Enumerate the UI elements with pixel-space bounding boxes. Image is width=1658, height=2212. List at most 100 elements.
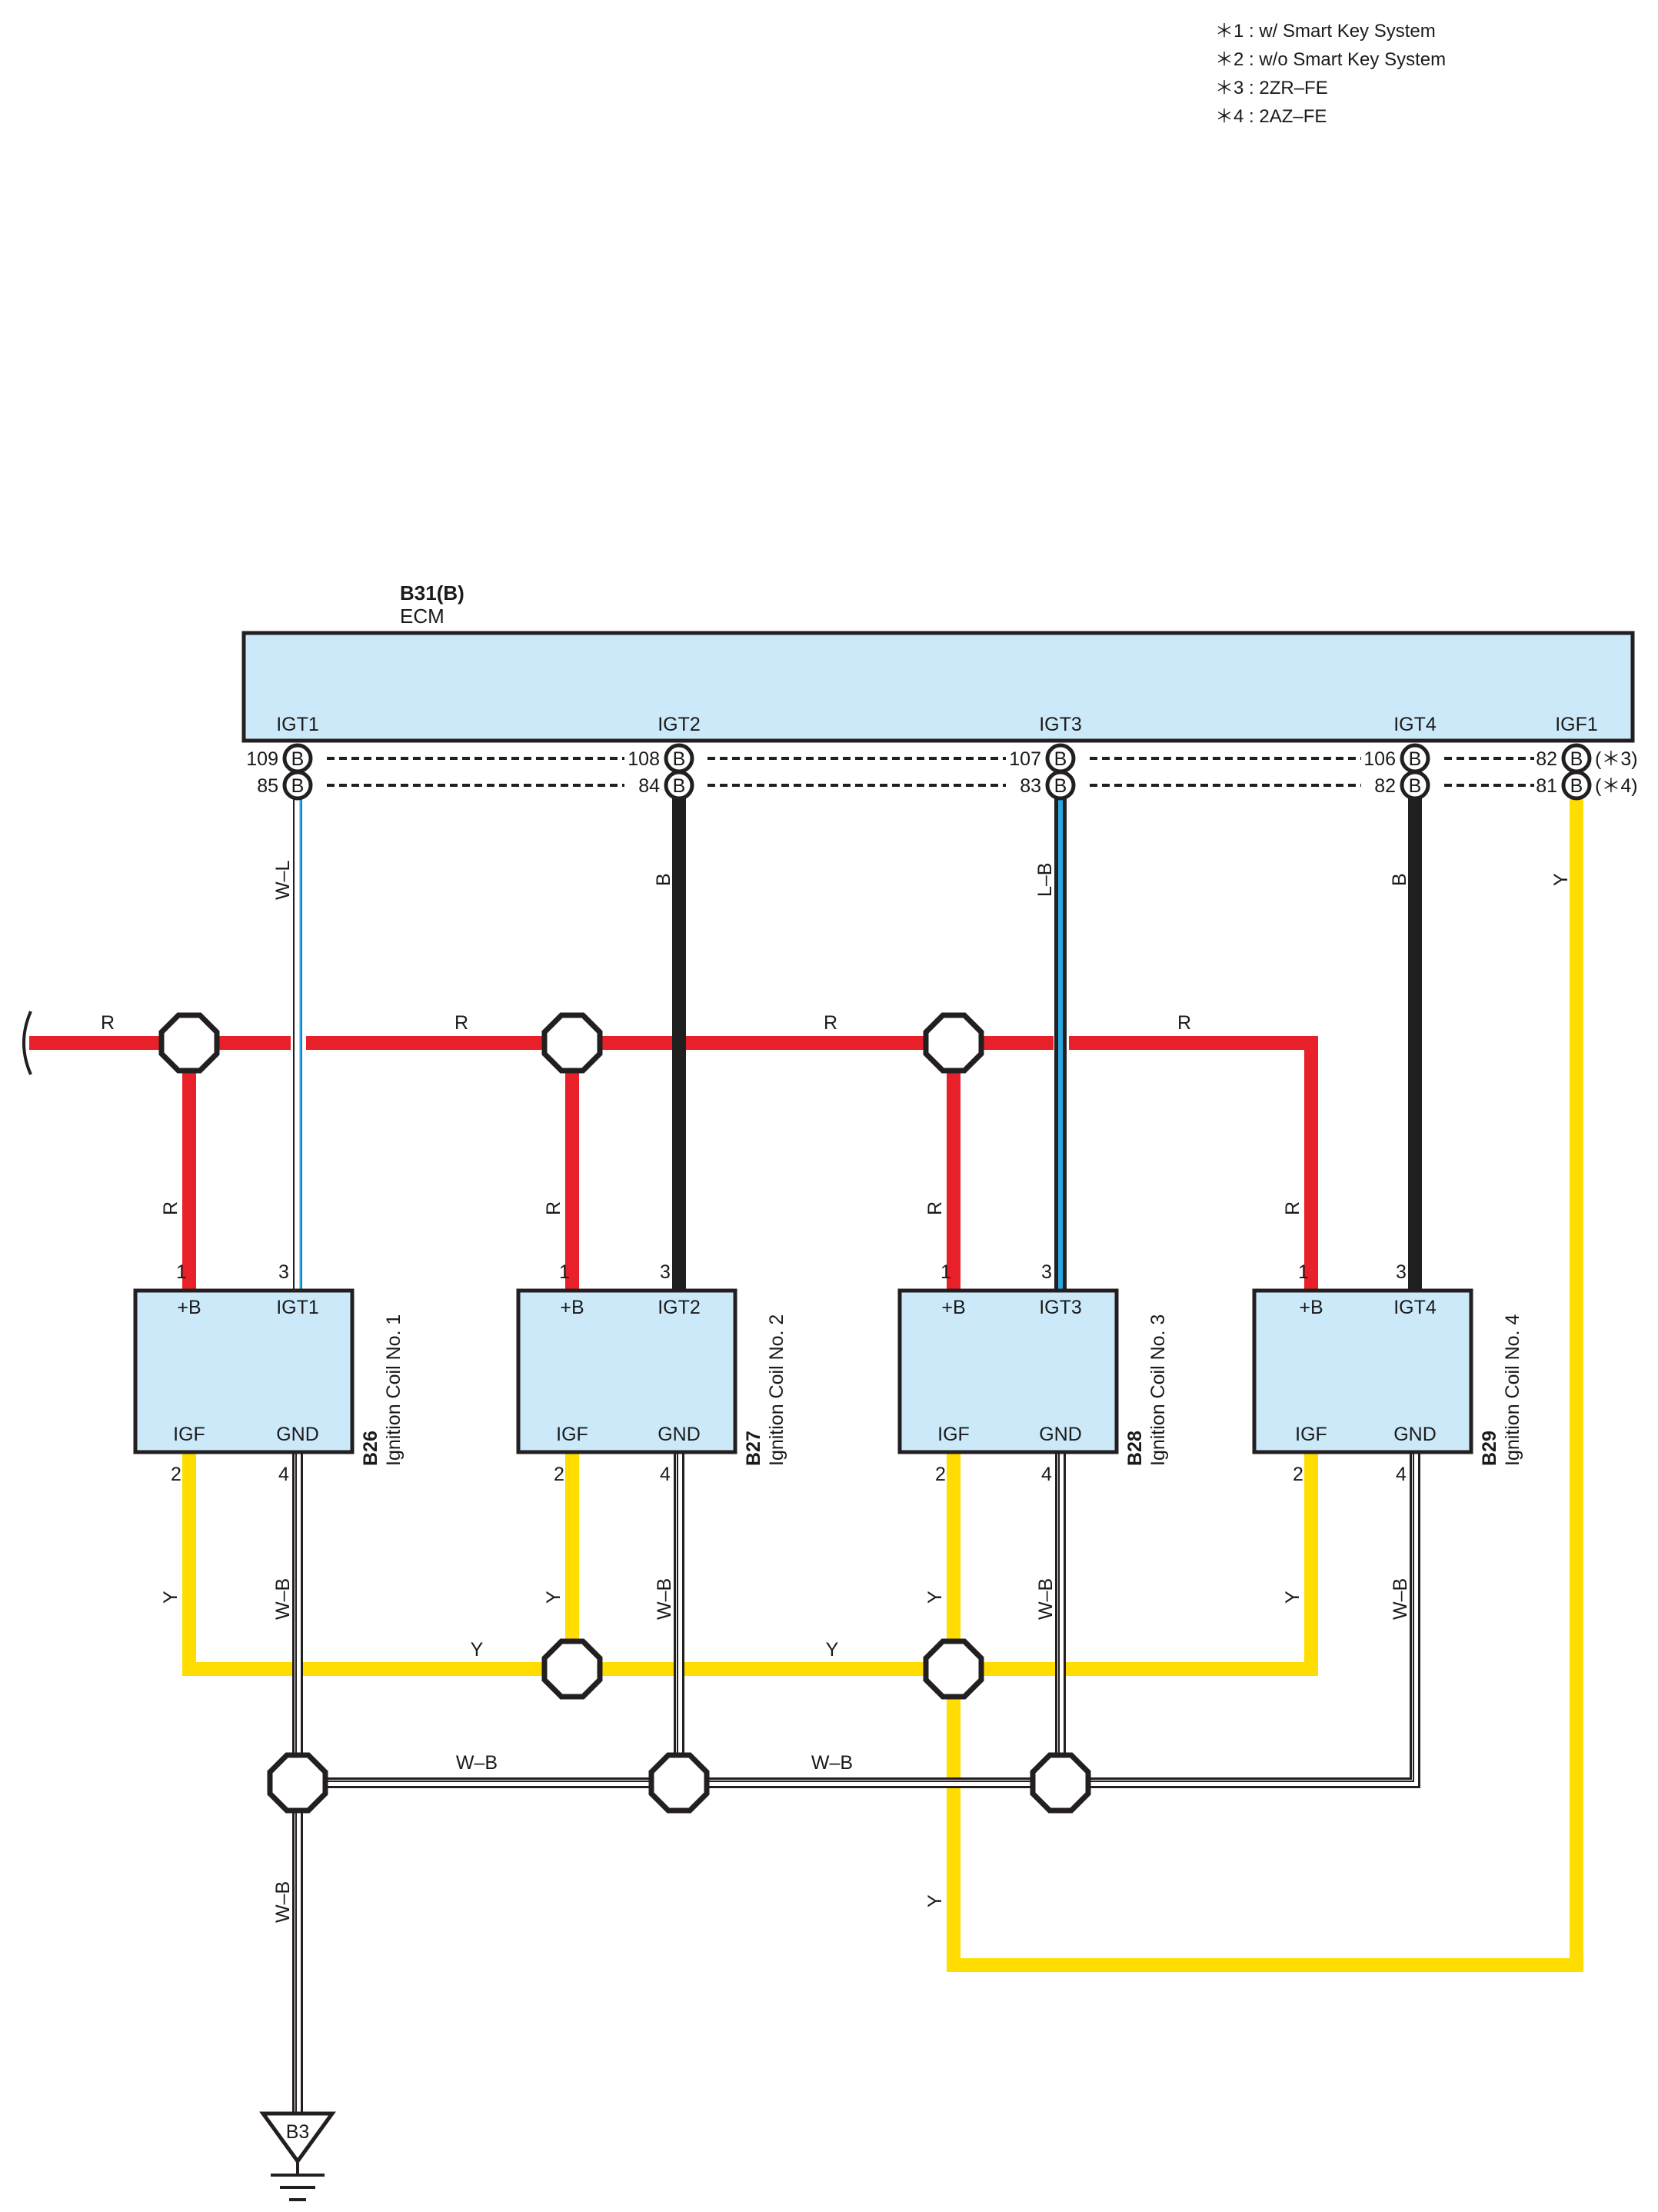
ignition-coil-3: 1 3 +B IGT3 IGF GND 2 4 B28 Ignition Coi…: [897, 1261, 1169, 1485]
pin-number: 1: [559, 1261, 570, 1283]
ignition-coil-4: 1 3 +B IGT4 IGF GND 2 4 B29 Ignition Coi…: [1252, 1261, 1523, 1485]
wire-label: Y: [1550, 873, 1572, 886]
coil-name: Ignition Coil No. 2: [766, 1314, 787, 1466]
wire-label: W–B: [1390, 1578, 1411, 1620]
note-3: ＊3 : 2ZR–FE: [1215, 78, 1328, 98]
ignition-coil-1: 1 3 +B IGT1 IGF GND 2 4 B26 Ignition Coi…: [133, 1261, 405, 1485]
connector-letter: B: [1409, 775, 1422, 797]
wire-igf1: [947, 792, 1583, 1972]
wire-power-bus: [29, 1031, 1318, 1292]
wire-label: Y: [826, 1639, 839, 1661]
note-1: ＊1 : w/ Smart Key System: [1215, 21, 1436, 42]
pin-number: 4: [1396, 1464, 1407, 1485]
wire-igf-bus: [182, 1454, 1318, 1676]
pin-number: 3: [1396, 1261, 1407, 1283]
pin-number: 4: [660, 1464, 671, 1485]
variant-note: (＊3): [1595, 748, 1638, 770]
pin-number: 3: [660, 1261, 671, 1283]
ecm-terminal-label: IGT1: [276, 714, 319, 735]
coil-box: [516, 1288, 737, 1454]
splice-junction: [158, 1012, 220, 1074]
pin-number: 82: [1536, 748, 1557, 770]
wire-label: R: [160, 1201, 181, 1215]
pin-number: 3: [278, 1261, 289, 1283]
wire-label: R: [543, 1201, 564, 1215]
connector-letter: B: [673, 748, 686, 770]
terminal-label: +B: [941, 1297, 965, 1318]
variant-note: (＊4): [1595, 775, 1638, 797]
pin-number: 85: [257, 775, 278, 797]
terminal-label: IGT1: [276, 1297, 319, 1318]
wire-label: Y: [924, 1591, 946, 1604]
coil-code: B26: [360, 1431, 381, 1466]
terminal-label: GND: [658, 1424, 701, 1445]
splice-junction: [267, 1752, 328, 1814]
pin-number: 109: [246, 748, 278, 770]
terminal-label: +B: [1299, 1297, 1323, 1318]
pin-number: 2: [935, 1464, 946, 1485]
splice-junction: [923, 1012, 984, 1074]
wire-label: R: [1177, 1012, 1191, 1034]
terminal-label: IGF: [556, 1424, 588, 1445]
wire-label: R: [1282, 1201, 1303, 1215]
coil-box: [897, 1288, 1119, 1454]
ground-triangle: [259, 2111, 336, 2165]
ecm-terminal-igt3: IGT3 B B 107 83: [1009, 714, 1082, 801]
pin-number: 107: [1009, 748, 1041, 770]
wire-label: W–B: [272, 1881, 294, 1923]
coil-name: Ignition Coil No. 4: [1502, 1314, 1523, 1466]
ecm-terminal-label: IGT4: [1393, 714, 1437, 735]
pin-number: 2: [1293, 1464, 1303, 1485]
ground-code: B3: [286, 2121, 310, 2143]
pin-number: 106: [1363, 748, 1396, 770]
terminal-label: IGF: [937, 1424, 970, 1445]
wire-label: L–B: [1034, 863, 1056, 897]
ground-point: B3: [259, 2111, 336, 2201]
wire-label: R: [924, 1201, 946, 1215]
coil-name: Ignition Coil No. 1: [383, 1314, 405, 1466]
ecm-name: ECM: [400, 605, 444, 628]
coil-code: B29: [1479, 1431, 1500, 1466]
splice-junction: [541, 1638, 603, 1700]
pin-number: 108: [628, 748, 660, 770]
ignition-coil-2: 1 3 +B IGT2 IGF GND 2 4 B27 Ignition Coi…: [516, 1261, 787, 1485]
wire-label: W–B: [456, 1752, 498, 1774]
terminal-label: GND: [276, 1424, 319, 1445]
splice-junction: [541, 1012, 603, 1074]
ecm-block: B31(B) ECM: [241, 581, 1635, 743]
connector-circle: [282, 770, 313, 801]
terminal-label: IGT2: [658, 1297, 701, 1318]
connector-circle: [664, 770, 694, 801]
splice-junction: [1030, 1752, 1091, 1814]
pin-number: 4: [278, 1464, 289, 1485]
connector-letter: B: [291, 748, 305, 770]
terminal-label: +B: [177, 1297, 201, 1318]
ecm-terminal-label: IGT2: [658, 714, 701, 735]
wire-label: B: [653, 873, 674, 886]
ecm-box: [241, 631, 1635, 743]
connector-letter: B: [1409, 748, 1422, 770]
terminal-label: IGF: [173, 1424, 205, 1445]
pin-number: 83: [1020, 775, 1041, 797]
wire-label: R: [824, 1012, 837, 1034]
pin-number: 84: [638, 775, 660, 797]
terminal-label: +B: [560, 1297, 584, 1318]
coil-box: [1252, 1288, 1473, 1454]
pin-number: 81: [1536, 775, 1557, 797]
terminal-label: IGT4: [1393, 1297, 1437, 1318]
connector-circle: [1400, 770, 1430, 801]
note-4: ＊4 : 2AZ–FE: [1215, 106, 1327, 127]
wire-label: W–B: [272, 1578, 294, 1620]
connector-circle: [1045, 770, 1076, 801]
wire-label: B: [1389, 873, 1410, 886]
splice-points: [158, 1012, 1091, 1814]
connector-circle: [1561, 770, 1592, 801]
pin-number: 2: [554, 1464, 564, 1485]
wire-label: W–B: [1035, 1578, 1057, 1620]
wire-labels: W–L B L–B B Y R R R R R R R R Y Y Y Y Y …: [101, 861, 1572, 1924]
note-2: ＊2 : w/o Smart Key System: [1215, 49, 1446, 70]
pin-number: 1: [941, 1261, 951, 1283]
connector-letter: B: [291, 775, 305, 797]
pin-number: 82: [1374, 775, 1396, 797]
connector-letter: B: [1054, 748, 1067, 770]
